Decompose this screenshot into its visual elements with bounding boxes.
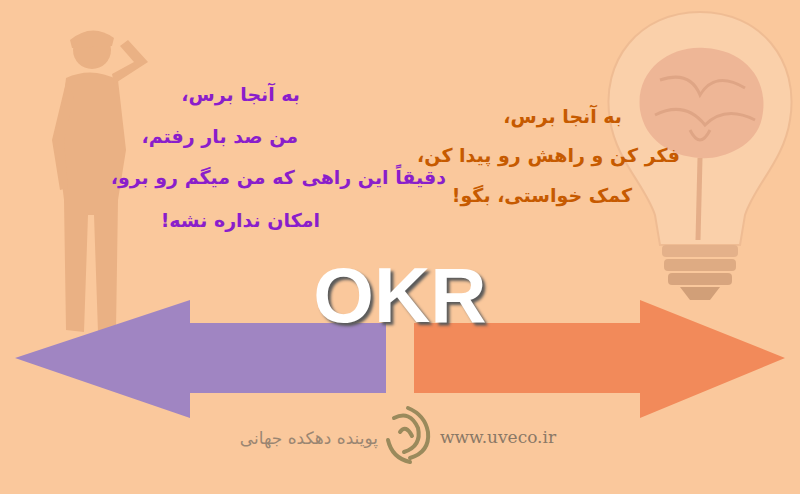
command-line: به آنجا برس،	[181, 82, 300, 107]
command-line: امکان نداره نشه!	[161, 208, 320, 233]
website-url: www.uveco.ir	[440, 426, 556, 448]
brand-name: پوینده دهکده جهانی	[240, 427, 378, 449]
command-line: من صد بار رفتم،	[142, 124, 299, 149]
title: OKR	[0, 256, 800, 334]
command-line: دقیقاً این راهی که من میگم رو برو،	[111, 165, 446, 190]
logo	[388, 408, 428, 462]
okr-line: فکر کن و راهش رو پیدا کن،	[417, 143, 680, 168]
okr-line: کمک خواستی، بگو!	[452, 183, 632, 208]
okr-line: به آنجا برس،	[503, 104, 622, 129]
